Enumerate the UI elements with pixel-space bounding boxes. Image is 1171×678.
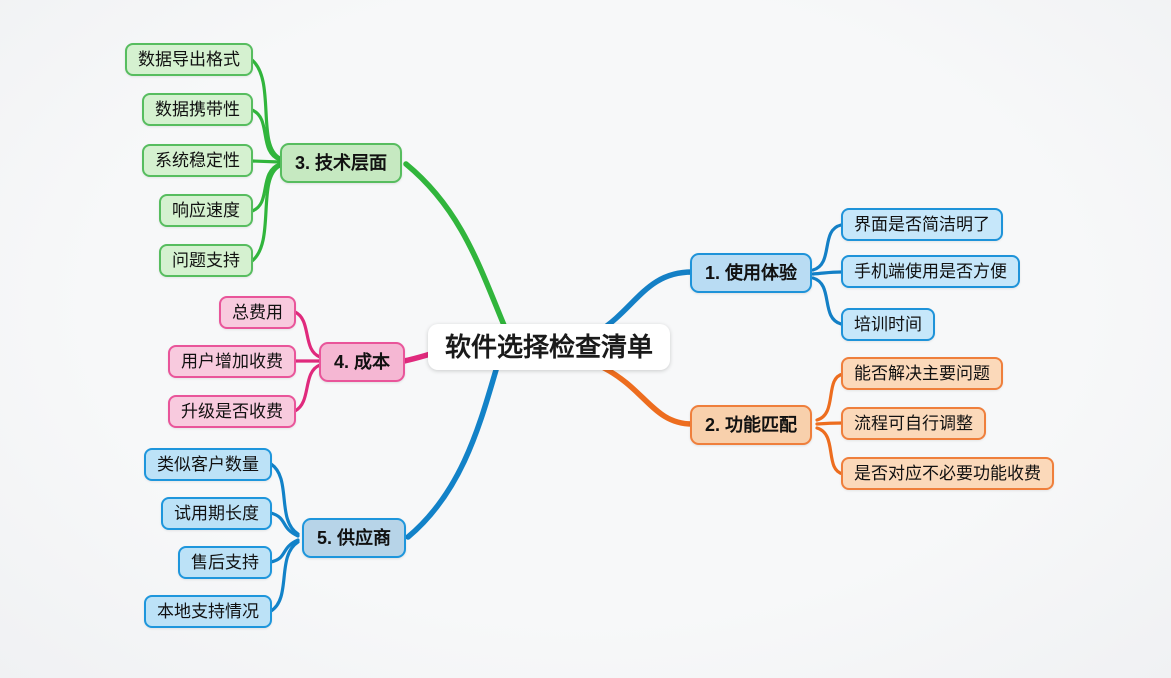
subtopic-node-total-cost[interactable]: 总费用 [219,296,296,329]
subtopic-node-issue-support[interactable]: 问题支持 [159,244,253,277]
subtopic-node-ui-clarity[interactable]: 界面是否简洁明了 [841,208,1003,241]
subtopic-node-local-support[interactable]: 本地支持情况 [144,595,272,628]
connector-feature-solves-problems [815,372,845,422]
connector-center-usage-experience [595,269,695,335]
connector-tech-data-export [250,58,282,160]
subtopic-node-system-stability[interactable]: 系统稳定性 [142,144,253,177]
branch-node-technical[interactable]: 3. 技术层面 [280,143,403,183]
connector-tech-response-speed [250,162,282,213]
connector-feature-unnecessary-fees [815,426,845,476]
connector-vendor-local-support [269,540,300,613]
subtopic-node-after-sales-support[interactable]: 售后支持 [178,546,272,579]
subtopic-node-mobile-usability[interactable]: 手机端使用是否方便 [841,255,1020,288]
central-topic-node[interactable]: 软件选择检查清单 [428,324,671,370]
subtopic-node-training-time[interactable]: 培训时间 [841,308,935,341]
connector-usage-mobile-usability [811,270,843,276]
subtopic-node-unnecessary-feature-fees[interactable]: 是否对应不必要功能收费 [841,457,1054,490]
connector-center-technical [403,161,509,333]
connector-vendor-similar-customers [269,462,300,536]
subtopic-node-upgrade-fees[interactable]: 升级是否收费 [168,395,296,428]
subtopic-node-solves-main-problems[interactable]: 能否解决主要问题 [841,357,1003,390]
connector-tech-system-stability [250,159,282,164]
subtopic-node-data-portability[interactable]: 数据携带性 [142,93,253,126]
connector-usage-ui-clarity [811,223,843,272]
subtopic-node-per-user-fees[interactable]: 用户增加收费 [168,345,296,378]
connector-vendor-after-sales [269,538,300,564]
connector-vendor-trial-length [269,511,300,538]
connector-center-vendor [405,367,499,540]
connector-center-feature-match [601,365,695,427]
connector-tech-data-portability [250,108,282,162]
connector-feature-adjustable-workflow [815,421,845,426]
subtopic-node-response-speed[interactable]: 响应速度 [159,194,253,227]
connector-cost-upgrade [293,363,322,413]
subtopic-node-trial-length[interactable]: 试用期长度 [161,497,272,530]
subtopic-node-data-export-format[interactable]: 数据导出格式 [125,43,253,76]
connector-tech-issue-support [250,164,282,263]
subtopic-node-adjustable-workflow[interactable]: 流程可自行调整 [841,407,986,440]
branch-node-feature-match[interactable]: 2. 功能匹配 [690,405,813,445]
branch-node-vendor[interactable]: 5. 供应商 [301,518,406,558]
branch-node-cost[interactable]: 4. 成本 [318,342,405,382]
connector-usage-training-time [811,276,843,326]
subtopic-node-similar-customer-count[interactable]: 类似客户数量 [144,448,272,481]
branch-node-usage-experience[interactable]: 1. 使用体验 [690,253,813,293]
connector-cost-total [293,310,322,359]
